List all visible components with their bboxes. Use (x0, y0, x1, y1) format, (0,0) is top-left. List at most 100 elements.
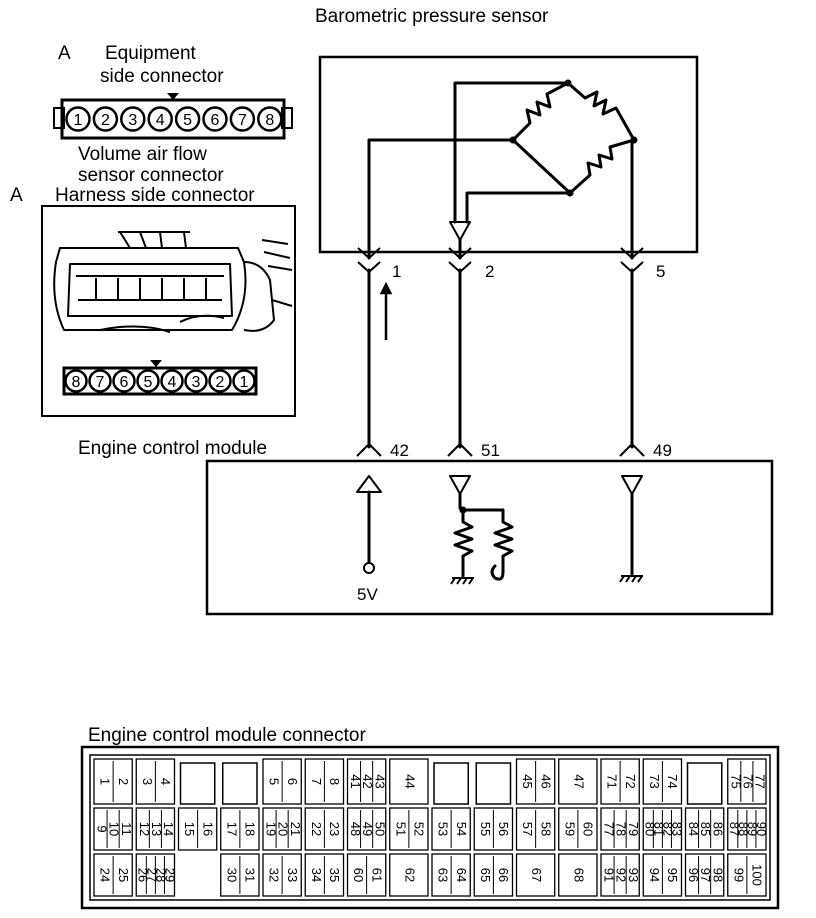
equip-pin-circle (257, 106, 283, 132)
ecm-connector-cavity (93, 807, 133, 851)
ecm-connector-cavity (177, 807, 218, 851)
ecm-connector-cavity (600, 758, 640, 805)
sensor-box (318, 55, 699, 254)
ecm-connector-cavity (135, 758, 176, 805)
ecm-connector-cavity (346, 853, 387, 897)
ecm-connector-pin-number: 12 (137, 822, 152, 836)
ecm-connector-pin-number: 17 (224, 822, 239, 836)
ecm-connector-pin-number: 73 (647, 774, 662, 788)
ecm-title: Engine control module (78, 438, 267, 459)
equip-pin-label: 7 (238, 112, 247, 129)
ecm-connector-pin-number: 84 (686, 822, 701, 836)
ecm-connector-title: Engine control module connector (88, 725, 366, 746)
ecm-connector-cavity (684, 807, 725, 851)
ecm-connector-cavity (93, 758, 133, 805)
ecm-connector-cavity (473, 807, 514, 851)
ecm-connector-pin-number: 2 (116, 778, 131, 785)
ecm-connector-pin-number: 98 (710, 868, 725, 882)
equip-pin-circle (65, 106, 91, 132)
ecm-connector-pin-number: 60 (581, 822, 596, 836)
harness-title: Harness side connector (55, 185, 255, 206)
ecm-connector-cavity (389, 853, 429, 897)
harness-pin-circle (184, 369, 208, 393)
ecm-connector-pin-number: 78 (614, 822, 629, 836)
sensor-pin-1: 1 (392, 262, 401, 281)
ecm-connector-cavity (304, 853, 345, 897)
ecm-connector-pin-number: 29 (163, 868, 178, 882)
ecm-connector-pin-number: 72 (623, 774, 638, 788)
ecm-connector-pin-number: 6 (285, 778, 300, 785)
ecm-connector-pin-number: 95 (665, 868, 680, 882)
ecm-connector-pin-number: 61 (369, 868, 384, 882)
ecm-connector-cavity (262, 758, 302, 805)
harness-pin-label: 7 (96, 374, 105, 391)
ecm-connector-frame (80, 745, 780, 910)
ecm-connector-cavity (642, 758, 683, 805)
harness-pin-label: 3 (192, 374, 201, 391)
ecm-connector-cavity (727, 758, 767, 805)
harness-wires (367, 268, 634, 449)
harness-pin-circle (208, 369, 232, 393)
ecm-connector-pin-number: 68 (571, 868, 586, 882)
equip-pin-circle (174, 106, 201, 132)
vaf-title-line2: sensor connector (78, 165, 224, 186)
ecm-connector-cavity (684, 853, 725, 897)
harness-pin-label: 8 (72, 374, 81, 391)
ecm-connector-pin-number: 85 (698, 822, 713, 836)
harness-pin-label: 4 (168, 374, 177, 391)
ecm-connector-cavity (515, 853, 556, 897)
ecm-connector-pin-number: 66 (496, 868, 511, 882)
ecm-connector-pin-number: 44 (402, 774, 417, 788)
ecm-connector-pin-number: 93 (626, 868, 641, 882)
harness-pin-circle (112, 369, 136, 393)
sensor-pin-2: 2 (485, 262, 494, 281)
ecm-connector-pin-number: 9 (95, 825, 110, 832)
ecm-connector-cavity (558, 807, 598, 851)
ecm-connector-cavity (346, 807, 387, 851)
ecm-connector-cavity (135, 853, 176, 897)
equip-pin-label: 8 (265, 112, 274, 129)
sensor-pin-5: 5 (656, 262, 665, 281)
ecm-connector-pin-number: 45 (520, 774, 535, 788)
ecm-connector-pin-number: 15 (182, 822, 197, 836)
ecm-connector-pin-number: 86 (710, 822, 725, 836)
ecm-connector-pin-number: 30 (224, 868, 239, 882)
ecm-connector-pin-number: 51 (393, 822, 408, 836)
ecm-connector-cavity (727, 853, 767, 897)
ecm-connector-cavity (262, 853, 302, 897)
equip-pin-circle (92, 106, 119, 132)
ecm-connector-cavity (431, 807, 471, 851)
ecm-connector-cavity (346, 758, 387, 805)
ecm-connector-cavity (135, 807, 176, 851)
ecm-connector-cavity (642, 853, 683, 897)
ecm-connector-cavity (220, 853, 260, 897)
ecm-connector-pin-number: 64 (454, 868, 469, 882)
sensor-bridge-circuit (367, 79, 638, 260)
harness-pin-circle (136, 369, 160, 393)
ecm-connector-pin-number: 22 (309, 822, 324, 836)
ecm-connector-pin-number: 33 (285, 868, 300, 882)
supply-5v-label: 5V (357, 585, 378, 604)
ecm-connector-pin-number: 57 (520, 822, 535, 836)
ecm-connector-pin-number: 25 (116, 868, 131, 882)
equip-title-line2: side connector (100, 66, 224, 87)
ecm-connector-cavity (515, 758, 556, 805)
harness-pin-label: 2 (216, 374, 225, 391)
ecm-connector-cavity (304, 807, 345, 851)
ecm-connector-cavity (389, 807, 429, 851)
harness-letter: A (10, 185, 23, 206)
ecm-connector-pin-number: 42 (360, 774, 375, 788)
ecm-connector-pin-number: 16 (200, 822, 215, 836)
ecm-pin-51: 51 (481, 441, 500, 460)
ecm-connector-pin-number: 23 (327, 822, 342, 836)
ecm-connector-pin-number: 77 (602, 822, 617, 836)
ecm-connector-inner (89, 754, 771, 901)
vaf-title-line1: Volume air flow (78, 144, 207, 165)
equip-pin-label: 6 (211, 112, 220, 129)
ecm-box (205, 459, 774, 616)
ecm-connector-blank-cavity (222, 762, 258, 805)
ecm-connector-marks (356, 443, 645, 457)
